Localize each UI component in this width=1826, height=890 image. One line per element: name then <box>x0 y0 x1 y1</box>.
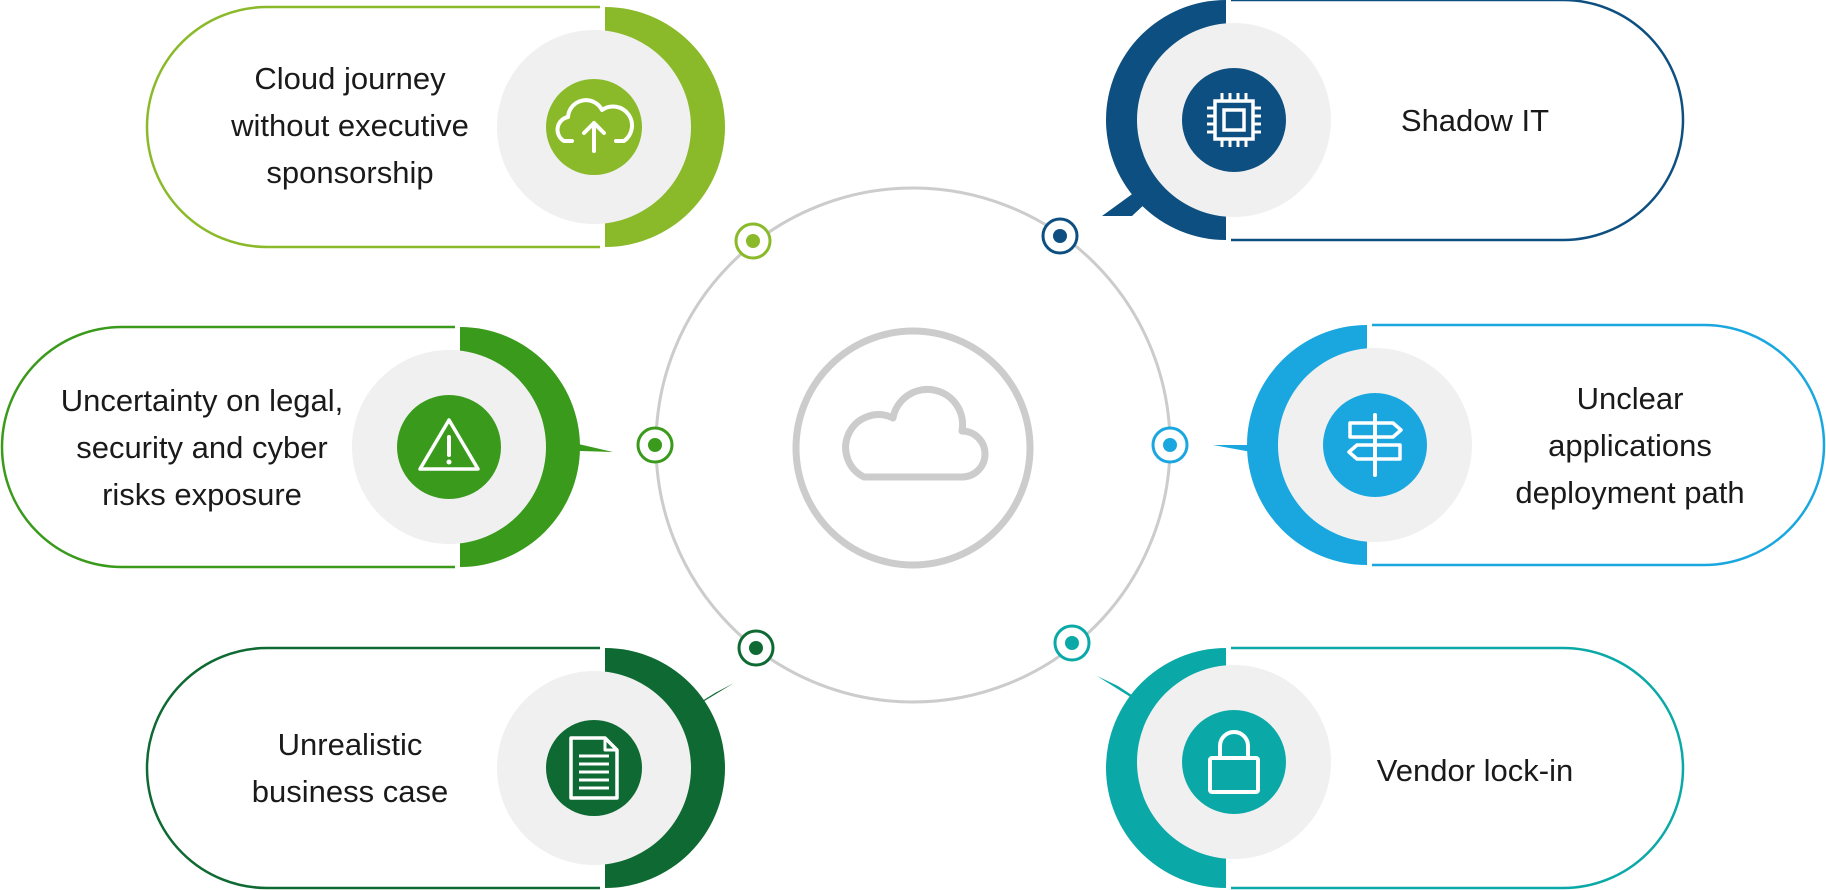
ring-marker-shadow-it <box>1041 217 1079 255</box>
cloud-upload-icon <box>555 98 634 153</box>
card-outline <box>1372 323 1826 567</box>
card-uncertainty <box>0 325 613 569</box>
label-unrealistic: Unrealistic business case <box>251 726 449 809</box>
chip-icon <box>1207 93 1261 147</box>
ring-marker-uncertainty <box>636 426 674 464</box>
lock-icon <box>1208 730 1260 794</box>
card-unrealistic <box>145 646 734 890</box>
label-uncertainty: Uncertainty on legal, security and cyber… <box>60 383 344 512</box>
card-outline <box>0 325 455 569</box>
ring-marker-unclear <box>1151 426 1189 464</box>
icon-circle <box>1182 68 1286 172</box>
signpost-icon <box>1347 413 1403 477</box>
label-cloud-journey: Cloud journey without executive sponsors… <box>231 60 469 190</box>
card-cloud-journey <box>145 5 725 249</box>
warning-icon <box>418 418 480 471</box>
ring-marker-cloud-journey <box>734 222 772 260</box>
ring-marker-unrealistic <box>737 629 775 667</box>
card-unclear <box>1213 323 1826 567</box>
icon-circle <box>1182 710 1286 814</box>
label-vendor: Vendor lock-in <box>1376 752 1574 788</box>
label-unclear: Unclear applications deployment path <box>1515 380 1745 510</box>
card-shadow-it <box>1102 0 1685 242</box>
central-icon-circle <box>792 327 1034 569</box>
document-icon <box>569 736 619 800</box>
card-vendor <box>1097 646 1685 890</box>
ring-marker-vendor <box>1053 624 1091 662</box>
cloud-icon <box>842 385 989 481</box>
central-ring <box>654 186 1172 704</box>
card-outline <box>145 646 600 890</box>
card-outline <box>145 5 600 249</box>
card-outline <box>1231 0 1685 242</box>
card-outline <box>1231 646 1685 890</box>
label-shadow-it: Shadow IT <box>1400 102 1550 138</box>
icon-circle <box>546 720 642 816</box>
